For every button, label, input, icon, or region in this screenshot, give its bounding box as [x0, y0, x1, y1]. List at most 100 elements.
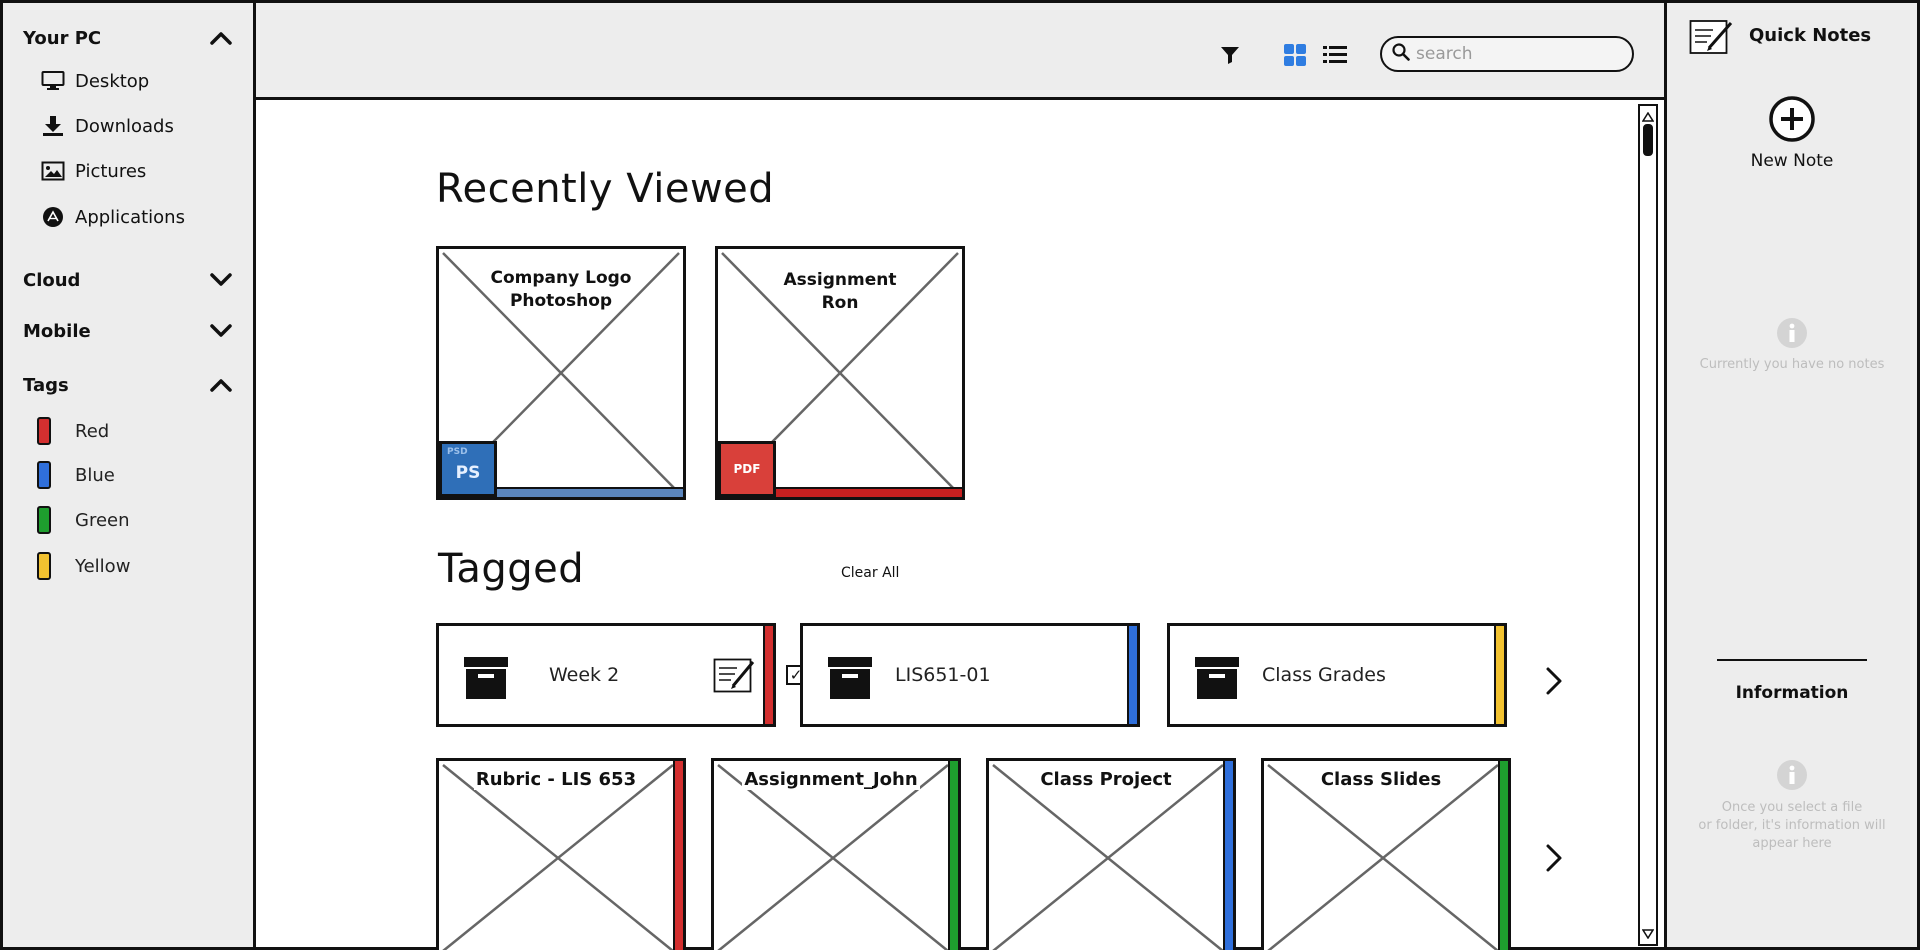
chevron-up-icon[interactable] [209, 373, 233, 397]
tagged-file-assignment-john[interactable]: Assignment_John [711, 758, 961, 950]
folder-tag-color-bar [1494, 626, 1504, 724]
no-notes-message: Currently you have no notes [1667, 317, 1917, 372]
no-notes-text: Currently you have no notes [1699, 357, 1885, 372]
tagged-file-class-project[interactable]: Class Project [986, 758, 1236, 950]
scroll-thumb[interactable] [1643, 124, 1653, 156]
folder-tag-color-bar [763, 626, 773, 724]
placeholder-image-icon [717, 764, 949, 950]
file-tag-color-bar [1498, 761, 1508, 950]
sidebar-tag-yellow[interactable]: Yellow [37, 550, 130, 582]
folder-tag-color-bar [1127, 626, 1137, 724]
search-input[interactable] [1416, 44, 1616, 64]
tag-swatch-yellow [37, 552, 51, 580]
file-tag-color-bar [948, 761, 958, 950]
sidebar-tag-green[interactable]: Green [37, 504, 130, 536]
filter-icon[interactable] [1218, 43, 1242, 67]
sidebar-tag-red[interactable]: Red [37, 415, 109, 447]
pdf-file-icon: PDF [718, 441, 776, 497]
scroll-down-icon[interactable] [1641, 924, 1655, 943]
search-icon [1392, 43, 1410, 65]
tagged-folder-lis651[interactable]: LIS651-01 [800, 623, 1140, 727]
sidebar-item-label: Applications [75, 206, 185, 228]
folder-label: Week 2 [549, 664, 620, 686]
main-scrollbar[interactable] [1638, 104, 1658, 946]
recent-file-title: Company Logo Photoshop [490, 268, 632, 311]
information-title: Information [1735, 683, 1849, 703]
recently-viewed-title: Recently Viewed [436, 166, 775, 212]
file-tag-color-bar [673, 761, 683, 950]
quick-notes-panel: Quick Notes New Note Currently you have … [1664, 0, 1920, 950]
tagged-folder-class-grades[interactable]: Class Grades [1167, 623, 1507, 727]
chevron-right-icon[interactable] [1539, 838, 1569, 878]
sidebar-item-applications[interactable]: Applications [41, 203, 185, 231]
tag-label: Red [75, 420, 110, 442]
new-note-label: New Note [1750, 151, 1834, 171]
chevron-down-icon[interactable] [209, 268, 233, 292]
chevron-up-icon[interactable] [209, 26, 233, 50]
info-icon [1776, 759, 1808, 795]
info-icon [1776, 317, 1808, 353]
file-color-strip [497, 487, 683, 497]
chevron-right-icon[interactable] [1539, 661, 1569, 701]
scroll-up-icon[interactable] [1641, 107, 1655, 126]
archive-box-icon [463, 656, 509, 704]
information-message: Once you select a file or folder, it's i… [1667, 759, 1917, 853]
archive-box-icon [1194, 656, 1240, 704]
sidebar-item-label: Desktop [75, 70, 150, 92]
sidebar-item-pictures[interactable]: Pictures [41, 157, 146, 185]
tag-swatch-red [37, 417, 51, 445]
file-title: Rubric - LIS 653 [473, 769, 639, 790]
section-cloud-label: Cloud [23, 269, 81, 291]
quick-notes-title: Quick Notes [1749, 25, 1872, 46]
file-title: Class Project [1038, 769, 1174, 790]
section-cloud-header[interactable]: Cloud [23, 265, 233, 295]
clear-all-link[interactable]: Clear All [841, 565, 900, 581]
sidebar-item-label: Downloads [75, 115, 174, 137]
tagged-file-class-slides[interactable]: Class Slides [1261, 758, 1511, 950]
tagged-folder-week-2[interactable]: Week 2 [436, 623, 776, 727]
top-toolbar [256, 0, 1664, 100]
placeholder-image-icon [992, 764, 1224, 950]
note-edit-icon[interactable] [713, 658, 757, 698]
folder-label: LIS651-01 [895, 664, 991, 686]
new-note-button[interactable]: New Note [1667, 95, 1917, 171]
recent-file-company-logo[interactable]: Company Logo Photoshop PSD PS [436, 246, 686, 500]
monitor-icon [41, 69, 65, 93]
file-title: Class Slides [1318, 769, 1444, 790]
recent-file-assignment-ron[interactable]: Assignment Ron PDF [715, 246, 965, 500]
folder-label: Class Grades [1262, 664, 1386, 686]
section-your-pc-header[interactable]: Your PC [23, 23, 233, 53]
tag-swatch-blue [37, 461, 51, 489]
list-view-icon[interactable] [1322, 42, 1348, 68]
image-icon [41, 159, 65, 183]
file-color-strip [776, 487, 962, 497]
divider [1717, 659, 1867, 661]
download-icon [41, 114, 65, 138]
sidebar-item-downloads[interactable]: Downloads [41, 112, 174, 140]
placeholder-image-icon [442, 764, 674, 950]
sidebar-tag-blue[interactable]: Blue [37, 459, 115, 491]
section-tags-label: Tags [23, 374, 69, 396]
section-mobile-header[interactable]: Mobile [23, 316, 233, 346]
section-mobile-label: Mobile [23, 320, 91, 342]
section-your-pc-label: Your PC [23, 27, 102, 49]
sidebar-item-desktop[interactable]: Desktop [41, 67, 149, 95]
chevron-down-icon[interactable] [209, 319, 233, 343]
information-text: Once you select a file or folder, it's i… [1698, 800, 1886, 851]
left-sidebar: Your PC Desktop Downloads Pictures Appli… [0, 0, 256, 950]
sidebar-item-label: Pictures [75, 160, 147, 182]
grid-view-icon[interactable] [1282, 42, 1308, 68]
archive-box-icon [827, 656, 873, 704]
tagged-file-rubric[interactable]: Rubric - LIS 653 [436, 758, 686, 950]
app-store-icon [41, 205, 65, 229]
tagged-title: Tagged [438, 546, 585, 592]
section-tags-header[interactable]: Tags [23, 370, 233, 400]
recent-file-title: Assignment Ron [783, 270, 897, 313]
plus-circle-icon [1768, 95, 1816, 147]
photoshop-file-icon: PSD PS [439, 441, 497, 497]
search-box[interactable] [1380, 36, 1634, 72]
file-tag-color-bar [1223, 761, 1233, 950]
notes-edit-icon [1689, 19, 1735, 61]
tag-label: Blue [75, 464, 115, 486]
file-title: Assignment_John [742, 769, 920, 790]
